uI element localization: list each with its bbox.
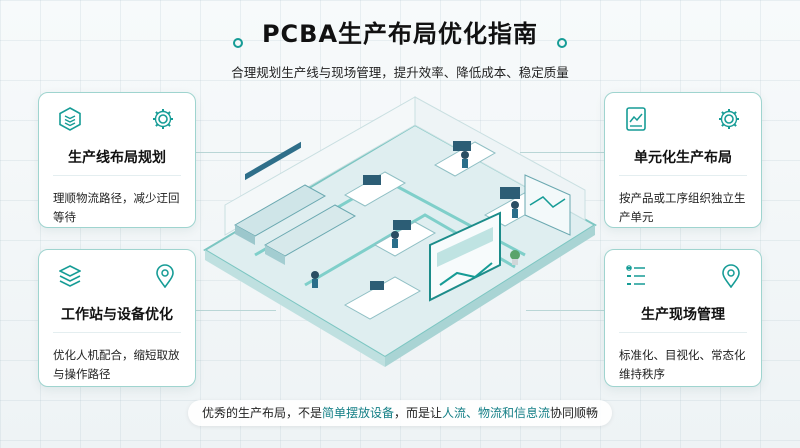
card-site-management: 生产现场管理 标准化、目视化、常态化维持秩序 [604, 249, 762, 387]
card-production-line-layout: 生产线布局规划 理顺物流路径，减少迂回等待 [38, 92, 196, 228]
title-decoration-left [233, 38, 243, 48]
footer-text-1: 优秀的生产布局，不是 [201, 406, 322, 420]
checklist-icon [625, 264, 647, 292]
card-divider [619, 175, 747, 176]
card-title: 生产线布局规划 [68, 150, 166, 166]
gear-icon [151, 107, 175, 135]
footer-highlight-2: 人流、物流和信息流 [442, 406, 551, 420]
stack-layers-icon [58, 264, 82, 292]
connector-line [196, 310, 276, 311]
connector-line [196, 152, 286, 153]
card-divider [619, 332, 747, 333]
connector-line [526, 310, 604, 311]
footer-banner: 优秀的生产布局，不是简单摆放设备，而是让人流、物流和信息流协同顺畅 [188, 400, 612, 426]
connector-line [520, 152, 604, 153]
card-title: 单元化生产布局 [634, 150, 732, 166]
footer-highlight-1: 简单摆放设备 [321, 406, 394, 420]
gear-icon [717, 107, 741, 135]
card-cell-production-layout: 单元化生产布局 按产品或工序组织独立生产单元 [604, 92, 762, 228]
card-divider [53, 175, 181, 176]
location-pin-icon [721, 264, 741, 292]
factory-floor-illustration [195, 95, 605, 399]
card-workstation-equipment: 工作站与设备优化 优化人机配合，缩短取放与操作路径 [38, 249, 196, 387]
footer-text-2: ，而是让 [393, 406, 442, 420]
card-description: 按产品或工序组织独立生产单元 [619, 191, 746, 224]
card-description: 标准化、目视化、常态化维持秩序 [619, 348, 746, 381]
title-decoration-right [557, 38, 567, 48]
page-title: PCBA生产布局优化指南 [261, 20, 539, 48]
layers-box-icon [59, 107, 81, 135]
page-subtitle: 合理规划生产线与现场管理，提升效率、降低成本、稳定质量 [231, 65, 569, 80]
card-description: 理顺物流路径，减少迂回等待 [53, 191, 180, 224]
footer-text-3: 协同顺畅 [550, 406, 599, 420]
document-chart-icon [625, 107, 647, 135]
card-title: 工作站与设备优化 [61, 307, 173, 323]
card-title: 生产现场管理 [641, 307, 725, 323]
card-divider [53, 332, 181, 333]
card-description: 优化人机配合，缩短取放与操作路径 [53, 348, 180, 381]
location-pin-icon [155, 264, 175, 292]
